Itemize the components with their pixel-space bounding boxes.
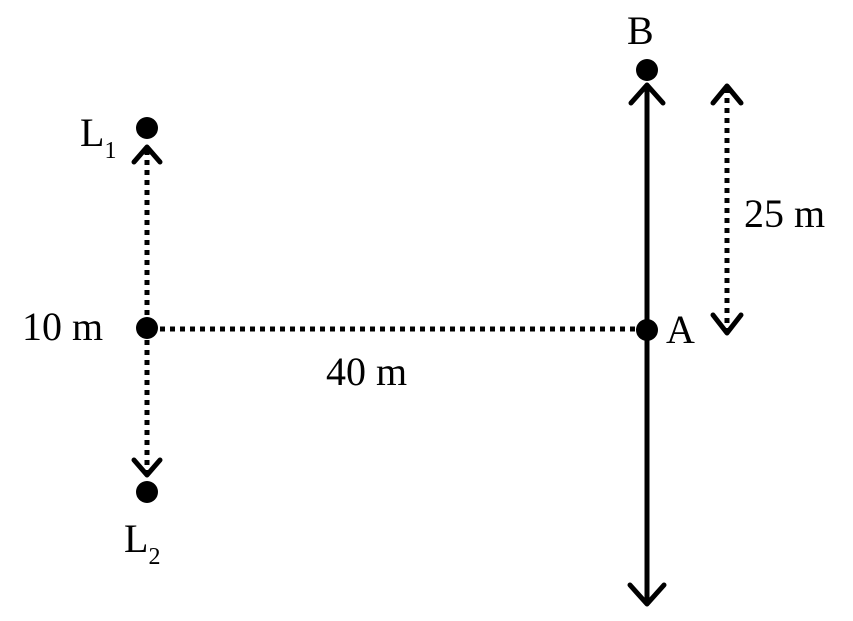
- label-forty-m: 40 m: [326, 349, 407, 394]
- point-l1: [136, 117, 158, 139]
- label-l2-main: L: [124, 516, 148, 561]
- label-b: B: [627, 8, 654, 53]
- l2-arrowhead: [131, 457, 163, 478]
- label-l1-sub: 1: [104, 138, 116, 164]
- label-l2-sub: 2: [148, 544, 160, 570]
- l1-arrowhead: [131, 144, 163, 165]
- path-arrowhead-up: [628, 82, 666, 106]
- point-centre: [136, 317, 158, 339]
- path-arrowhead-down: [627, 582, 667, 607]
- dimension-arrowhead-up: [710, 83, 744, 106]
- label-l1: L1: [80, 110, 116, 164]
- dimension-arrowhead-down: [710, 312, 744, 336]
- label-l2: L2: [124, 516, 160, 570]
- label-l1-main: L: [80, 110, 104, 155]
- label-twentyfive-m: 25 m: [744, 191, 825, 236]
- label-a: A: [666, 307, 695, 352]
- point-l2: [136, 481, 158, 503]
- point-b: [636, 59, 658, 81]
- label-ten-m: 10 m: [22, 304, 103, 349]
- point-a: [636, 319, 658, 341]
